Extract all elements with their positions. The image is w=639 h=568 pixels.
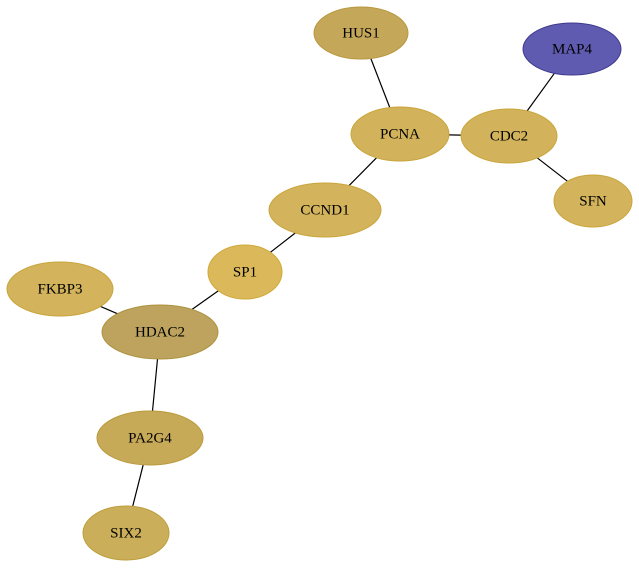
node-six2[interactable]: SIX2 (82, 505, 170, 561)
node-label: MAP4 (552, 41, 593, 57)
node-ellipse[interactable] (553, 174, 633, 228)
node-ellipse[interactable] (522, 22, 622, 76)
edges-layer (100, 58, 568, 507)
node-ellipse[interactable] (101, 304, 219, 360)
node-label: CCND1 (300, 202, 349, 218)
node-map4[interactable]: MAP4 (522, 22, 622, 76)
edge-cdc2-sfn (536, 157, 568, 182)
node-hus1[interactable]: HUS1 (313, 6, 409, 60)
node-ellipse[interactable] (82, 505, 170, 561)
edge-sp1-hdac2 (191, 290, 219, 310)
node-hdac2[interactable]: HDAC2 (101, 304, 219, 360)
node-sfn[interactable]: SFN (553, 174, 633, 228)
node-ellipse[interactable] (350, 106, 450, 162)
node-label: CDC2 (490, 128, 528, 144)
node-ellipse[interactable] (96, 410, 204, 466)
node-ellipse[interactable] (207, 244, 283, 300)
node-sp1[interactable]: SP1 (207, 244, 283, 300)
node-label: FKBP3 (37, 281, 82, 297)
node-fkbp3[interactable]: FKBP3 (6, 261, 114, 317)
node-ellipse[interactable] (460, 108, 558, 164)
node-label: PCNA (380, 126, 420, 142)
node-pcna[interactable]: PCNA (350, 106, 450, 162)
edge-pcna-ccnd1 (348, 157, 378, 187)
node-ellipse[interactable] (6, 261, 114, 317)
node-ellipse[interactable] (313, 6, 409, 60)
edge-hus1-pcna (370, 58, 391, 108)
node-label: SFN (579, 193, 607, 209)
edge-fkbp3-hdac2 (100, 305, 118, 315)
node-label: PA2G4 (128, 430, 172, 446)
edge-hdac2-pa2g4 (151, 358, 159, 412)
edge-pa2g4-six2 (132, 464, 144, 507)
node-ccnd1[interactable]: CCND1 (268, 182, 382, 238)
node-label: SIX2 (110, 525, 142, 541)
node-cdc2[interactable]: CDC2 (460, 108, 558, 164)
edge-cdc2-map4 (526, 72, 555, 112)
node-label: HDAC2 (135, 324, 185, 340)
node-pa2g4[interactable]: PA2G4 (96, 410, 204, 466)
node-ellipse[interactable] (268, 182, 382, 238)
edge-ccnd1-sp1 (270, 232, 296, 253)
node-label: HUS1 (342, 25, 380, 41)
node-label: SP1 (233, 264, 257, 280)
